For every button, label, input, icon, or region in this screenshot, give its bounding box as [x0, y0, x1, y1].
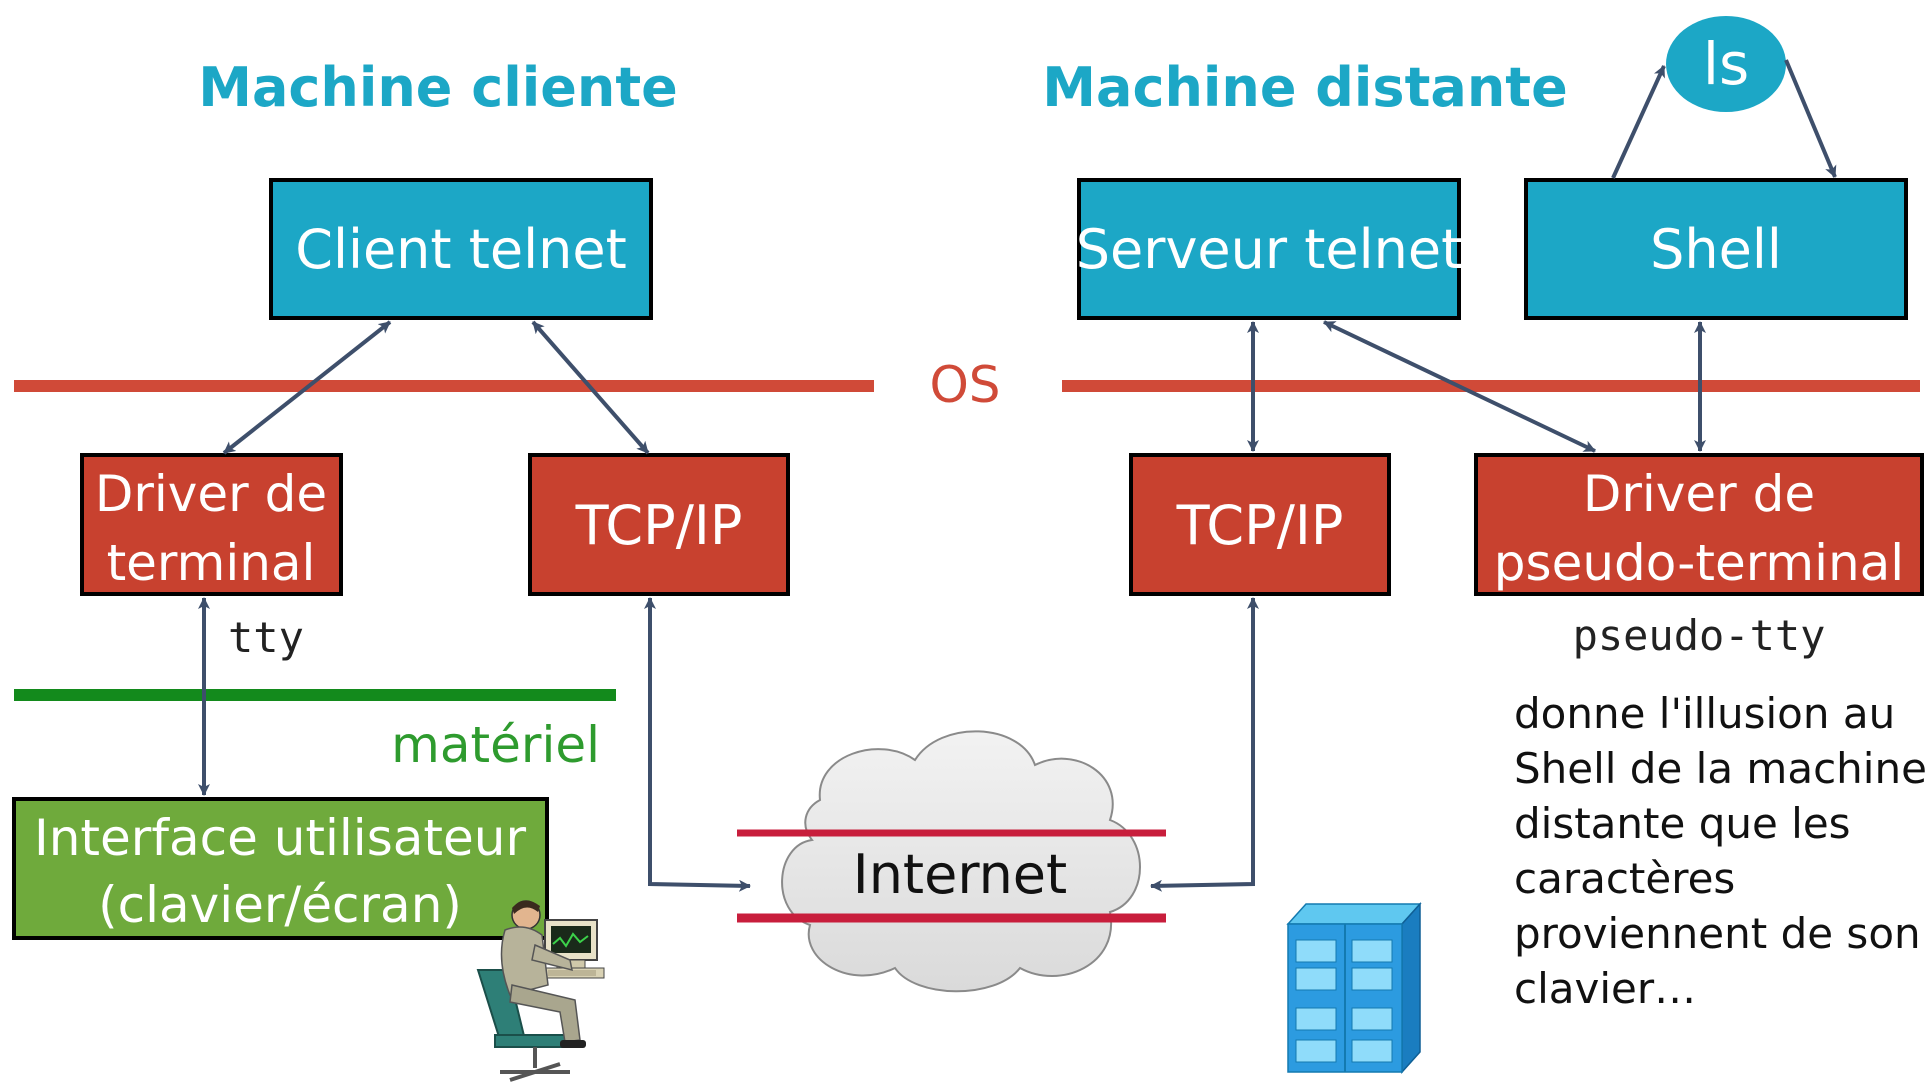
pty-driver-line-1: Driver de: [1583, 465, 1815, 523]
terminal-driver-line-1: Driver de: [95, 465, 327, 523]
arrow-tcpip-remote-internet: [1150, 597, 1259, 892]
heading-remote: Machine distante: [1042, 56, 1567, 119]
arrow-tcpip-client-internet: [644, 597, 751, 892]
user-interface-box: Interface utilisateur (clavier/écran): [12, 797, 549, 940]
tcpip-remote-label: TCP/IP: [1176, 494, 1344, 557]
note-line-6: clavier…: [1514, 964, 1696, 1013]
ls-process: ls: [1666, 16, 1786, 112]
terminal-driver-box: Driver de terminal: [80, 453, 343, 596]
tty-label: tty: [228, 613, 304, 662]
user-interface-line-1: Interface utilisateur: [34, 809, 526, 867]
arrow-client-telnet-terminal-driver: [222, 320, 392, 455]
person-at-computer-icon: [476, 900, 605, 1082]
pty-driver-box: Driver de pseudo-terminal: [1474, 453, 1924, 596]
heading-client: Machine cliente: [198, 56, 678, 119]
ls-label: ls: [1703, 30, 1749, 98]
note-line-2: Shell de la machine: [1514, 744, 1926, 793]
pty-explanation-note: donne l'illusion au Shell de la machine …: [1514, 689, 1926, 1013]
client-telnet-box: Client telnet: [269, 178, 653, 320]
internet-cloud: Internet: [737, 730, 1166, 993]
note-line-1: donne l'illusion au: [1514, 689, 1895, 738]
os-label: OS: [929, 356, 1000, 414]
arrow-shell-to-ls: [1611, 65, 1666, 179]
note-line-3: distante que les: [1514, 799, 1851, 848]
arrow-ls-to-shell: [1784, 59, 1837, 178]
tcpip-client-label: TCP/IP: [575, 494, 743, 557]
internet-label: Internet: [853, 843, 1067, 906]
arrow-server-telnet-pty: [1323, 320, 1596, 453]
pseudo-tty-label: pseudo-tty: [1573, 611, 1826, 660]
terminal-driver-line-2: terminal: [107, 534, 316, 592]
shell-label: Shell: [1650, 218, 1782, 281]
note-line-4: caractères: [1514, 854, 1735, 903]
hardware-label: matériel: [391, 716, 600, 774]
user-interface-line-2: (clavier/écran): [98, 876, 462, 934]
server-telnet-label: Serveur telnet: [1076, 218, 1463, 281]
arrow-client-telnet-tcpip: [531, 320, 650, 455]
connector-arrows: [198, 59, 1837, 892]
tcpip-client-box: TCP/IP: [528, 453, 790, 596]
server-telnet-box: Serveur telnet: [1076, 178, 1463, 320]
pty-driver-line-2: pseudo-terminal: [1494, 534, 1904, 592]
shell-box: Shell: [1524, 178, 1908, 320]
client-telnet-label: Client telnet: [295, 218, 627, 281]
server-tower-icon: [1286, 902, 1422, 1074]
note-line-5: proviennent de son: [1514, 909, 1921, 958]
tcpip-remote-box: TCP/IP: [1129, 453, 1391, 596]
